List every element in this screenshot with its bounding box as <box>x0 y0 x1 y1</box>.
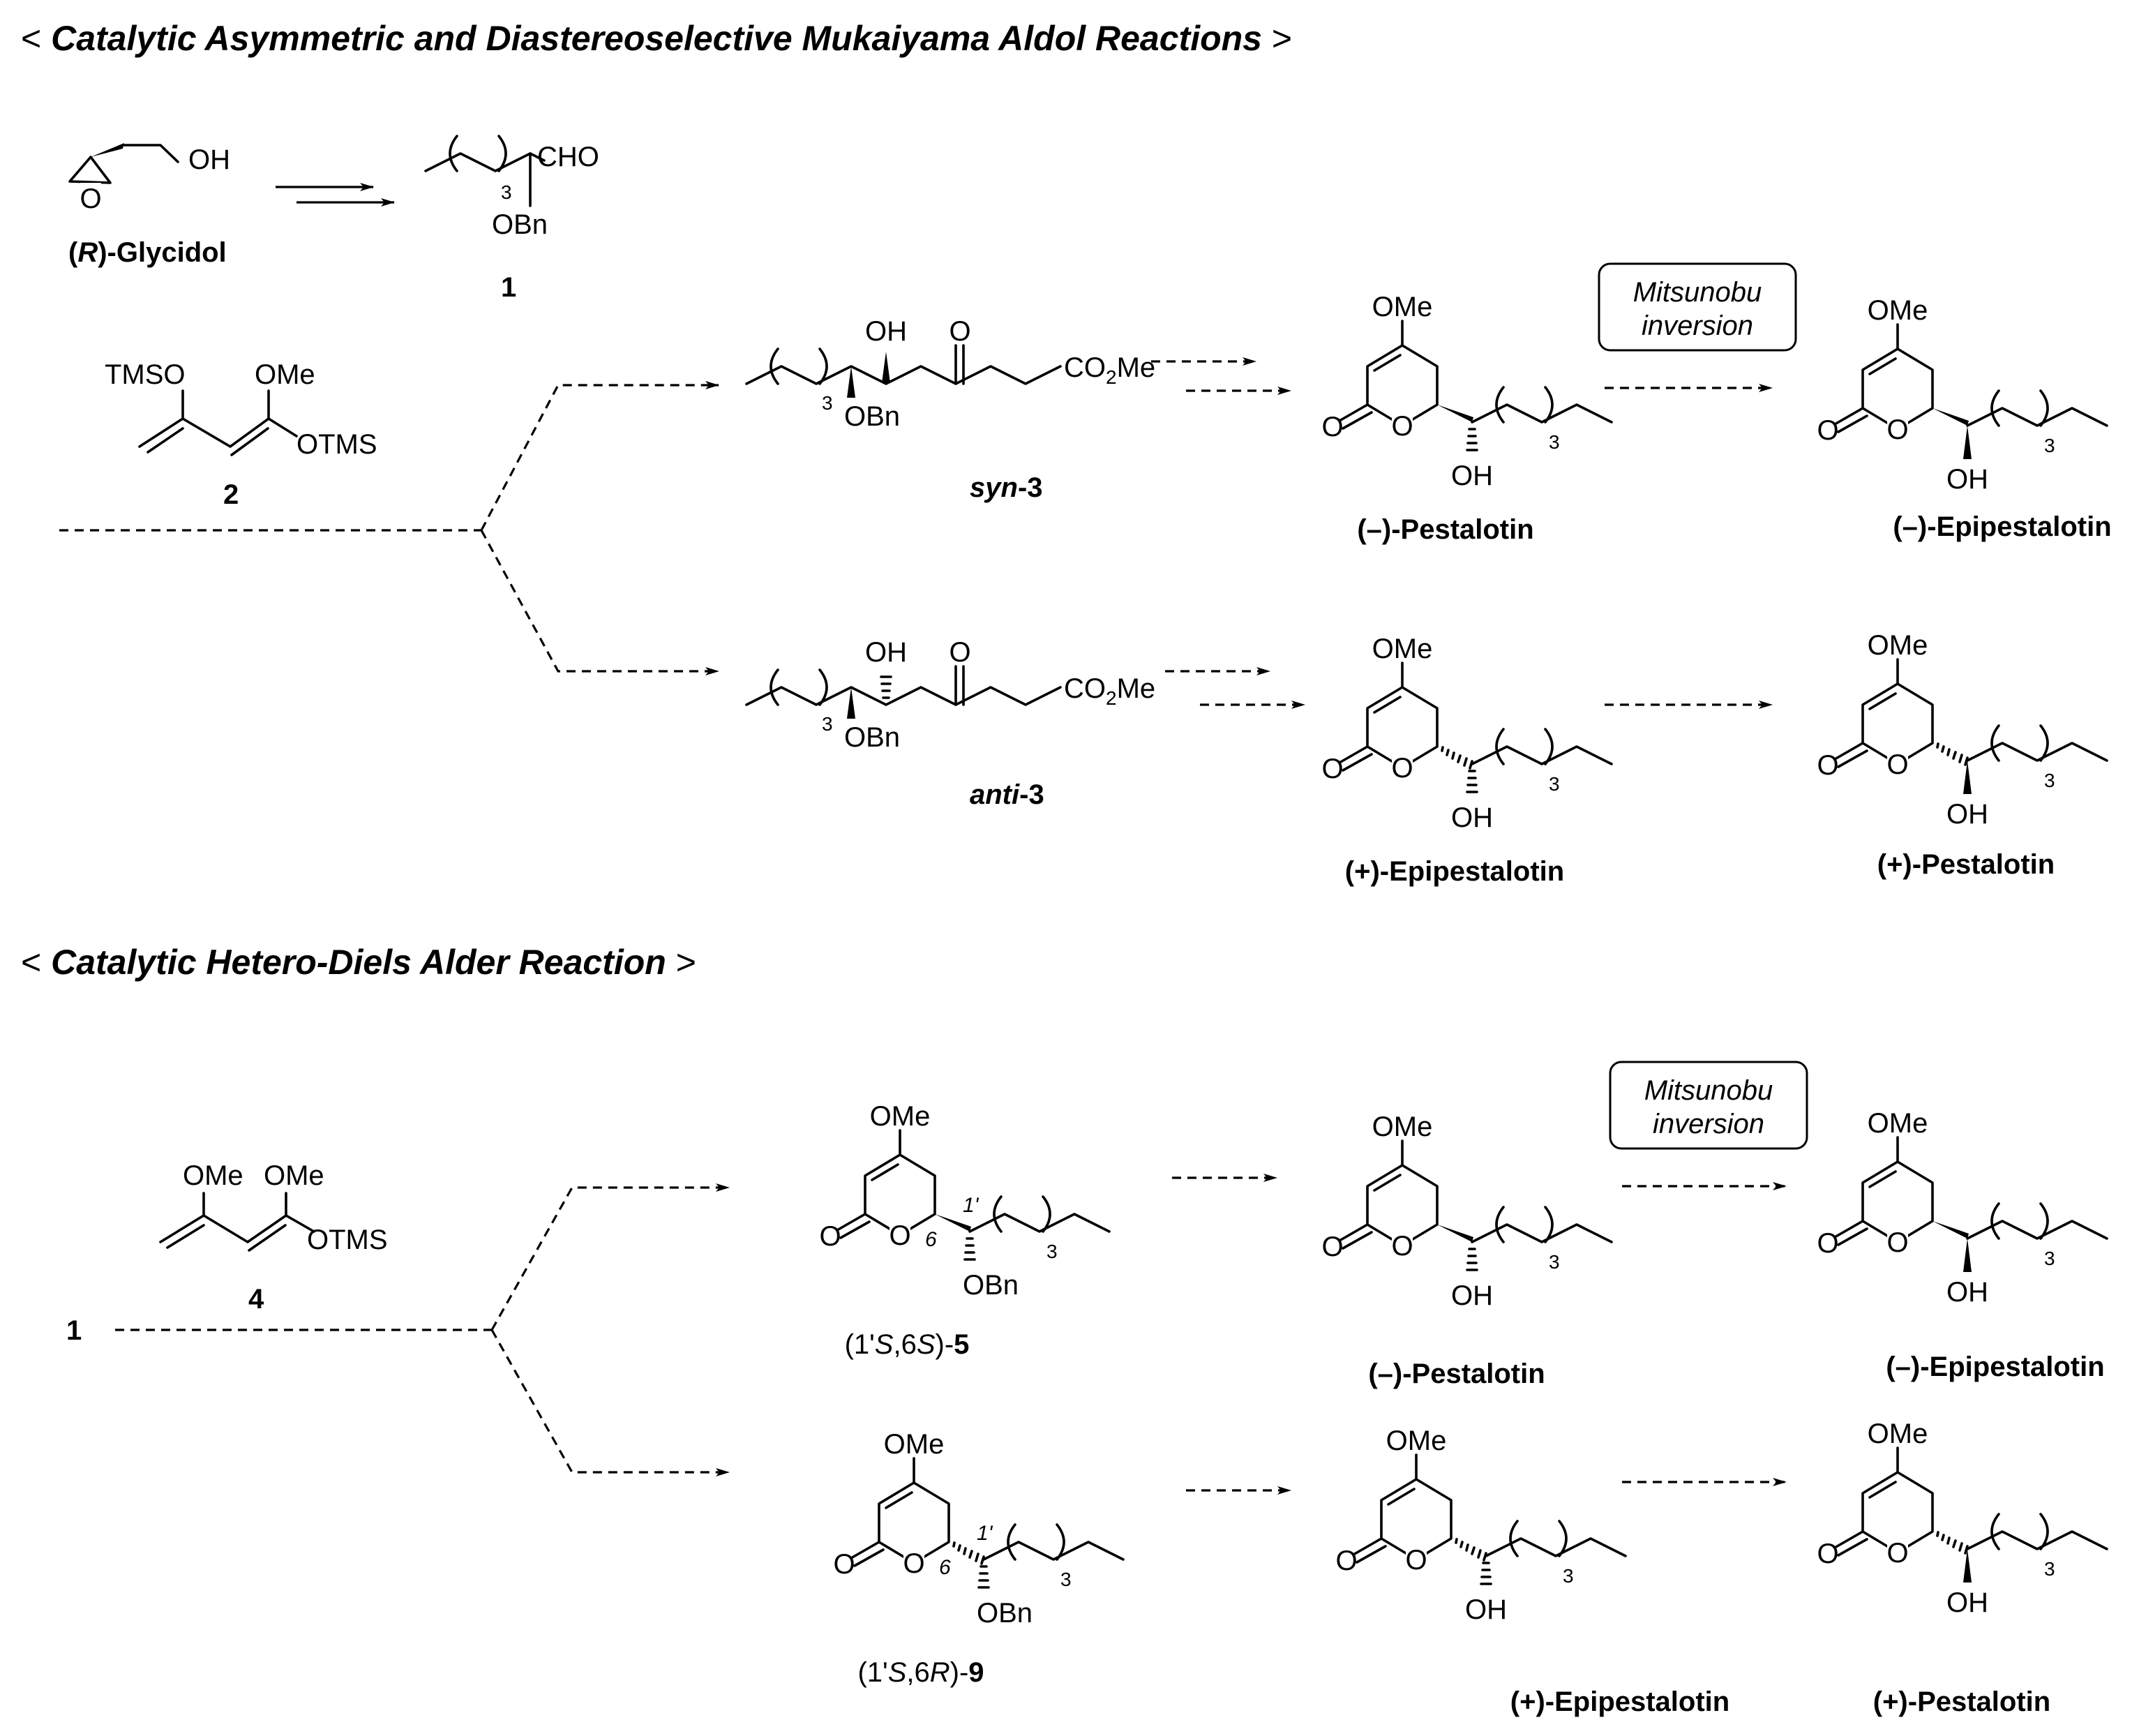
branch-arrow-syn <box>480 381 719 531</box>
benzyloxy-label: OBn <box>492 209 548 240</box>
minus-pestalotin-label: (–)-Pestalotin <box>1368 1359 1545 1389</box>
hda-section-header: < Catalytic Hetero-Diels Alder Reaction … <box>21 943 696 982</box>
branch-arrow-5 <box>490 1183 730 1331</box>
minus-pestalotin-label: (–)-Pestalotin <box>1357 514 1533 545</box>
glycidol-structure: O OH (R)-Glycidol <box>68 143 230 268</box>
compound-9-structure <box>832 1428 1125 1629</box>
minus-epipestalotin-label: (–)-Epipestalotin <box>1893 511 2111 542</box>
diene-2-structure: TMSO OMe OTMS 2 <box>105 359 377 510</box>
plus-epipestalotin-structure <box>1334 1424 1627 1625</box>
compound-5-structure <box>818 1100 1111 1301</box>
plus-pestalotin-structure <box>1815 1417 2108 1618</box>
plus-pestalotin-label: (+)-Pestalotin <box>1873 1686 2050 1717</box>
branch-arrow-anti <box>480 530 719 675</box>
diene-4-structure: OMe OMe OTMS 4 <box>159 1160 388 1315</box>
compound-9-label: (1'S,6R)-9 <box>857 1657 984 1688</box>
minus-epipestalotin-structure <box>1815 1107 2108 1308</box>
glycidol-label: (R)-Glycidol <box>68 237 227 268</box>
otms-label: OTMS <box>297 429 377 460</box>
hydroxyl-label: OH <box>188 144 230 175</box>
inversion-label: inversion <box>1653 1109 1764 1139</box>
syn-3-structure <box>745 315 1157 433</box>
compound-1-label: 1 <box>501 272 516 303</box>
methoxy-label: OMe <box>183 1160 243 1191</box>
aldol-section-header: < Catalytic Asymmetric and Diastereosele… <box>21 19 1292 58</box>
anti-3-structure <box>745 636 1157 754</box>
minus-epipestalotin-label: (–)-Epipestalotin <box>1886 1352 2104 1382</box>
syn-3-label: syn-3 <box>970 472 1043 503</box>
subscript-3: 3 <box>501 181 512 203</box>
branch-arrow-9 <box>490 1329 730 1476</box>
minus-epipestalotin-structure <box>1815 294 2108 495</box>
aldehyde-1-structure: 3 CHO OBn 1 <box>424 135 599 303</box>
minus-pestalotin-structure <box>1320 290 1613 491</box>
mitsunobu-label: Mitsunobu <box>1633 277 1762 308</box>
plus-epipestalotin-label: (+)-Epipestalotin <box>1510 1686 1729 1717</box>
anti-3-label: anti-3 <box>970 779 1044 810</box>
plus-pestalotin-label: (+)-Pestalotin <box>1877 849 2055 880</box>
otms-label: OTMS <box>307 1225 388 1255</box>
methoxy-label: OMe <box>264 1160 324 1191</box>
mitsunobu-box <box>1598 262 1797 352</box>
aldehyde-label: CHO <box>537 142 599 172</box>
plus-epipestalotin-structure <box>1320 632 1613 833</box>
epoxide-oxygen-label: O <box>80 184 101 214</box>
mitsunobu-box <box>1609 1061 1808 1150</box>
minus-pestalotin-structure <box>1320 1110 1613 1311</box>
compound-5-label: (1'S,6S)-5 <box>845 1329 970 1360</box>
plus-pestalotin-structure <box>1815 629 2108 830</box>
plus-epipestalotin-label: (+)-Epipestalotin <box>1345 856 1564 887</box>
inversion-label: inversion <box>1642 310 1753 341</box>
methoxy-label: OMe <box>255 359 315 390</box>
compound-2-label: 2 <box>223 479 239 510</box>
mitsunobu-label: Mitsunobu <box>1644 1075 1773 1106</box>
start-compound-1-label: 1 <box>66 1315 82 1346</box>
tmso-label: TMSO <box>105 359 186 390</box>
compound-4-label: 4 <box>248 1284 264 1315</box>
